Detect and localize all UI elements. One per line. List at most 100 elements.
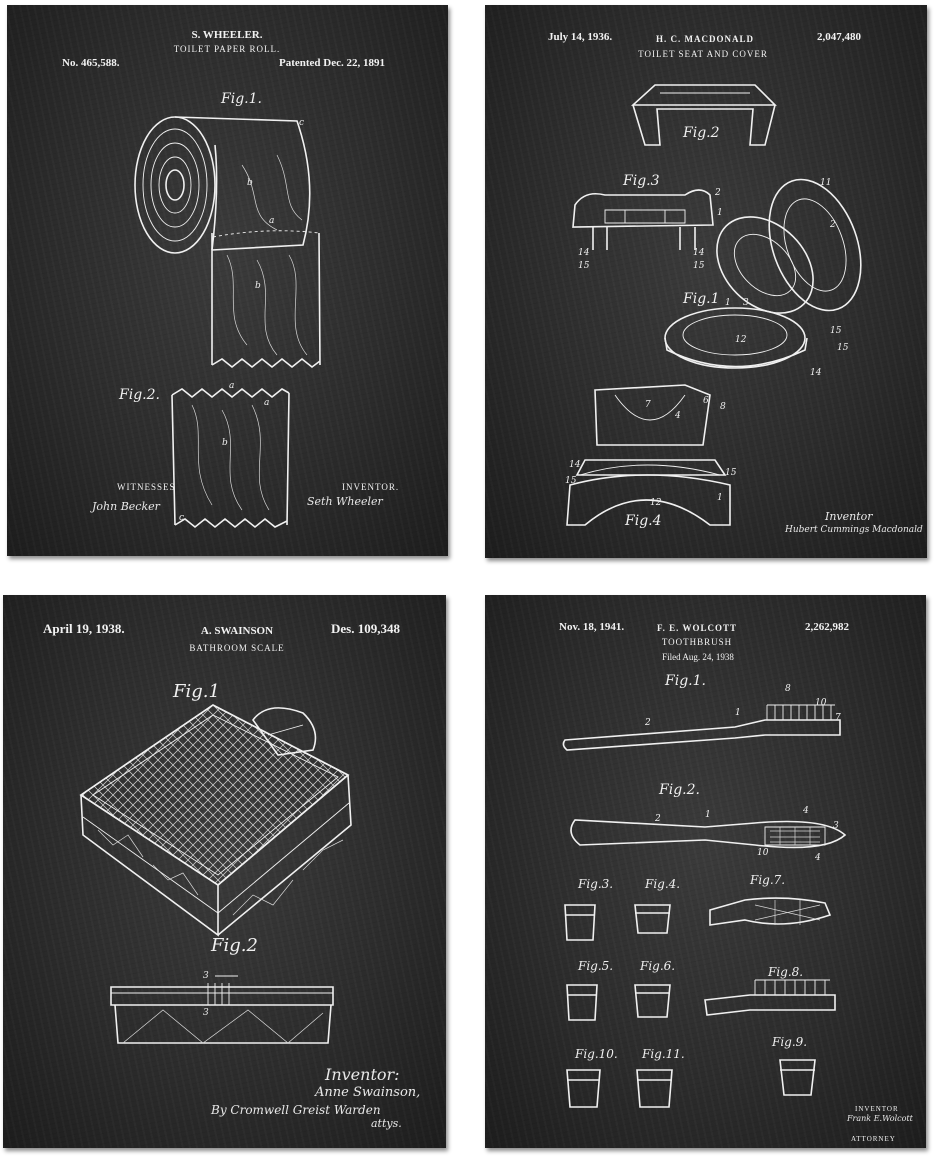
inventor-label: INVENTOR. bbox=[342, 482, 400, 492]
figure-label-1: Fig.1 bbox=[173, 681, 220, 702]
figure-label-3: Fig.3 bbox=[623, 173, 660, 189]
svg-text:10: 10 bbox=[757, 848, 769, 858]
witness-signature: John Becker bbox=[92, 500, 160, 513]
svg-text:4: 4 bbox=[802, 806, 809, 816]
svg-text:14: 14 bbox=[693, 248, 705, 258]
patent-title: TOOTHBRUSH bbox=[661, 637, 733, 647]
svg-text:2: 2 bbox=[829, 220, 836, 230]
svg-text:7: 7 bbox=[645, 400, 651, 410]
inventor-signature: Frank E.Wolcott bbox=[847, 1114, 913, 1123]
filed-date: Filed Aug. 24, 1938 bbox=[662, 652, 734, 662]
svg-text:2: 2 bbox=[714, 188, 721, 198]
inventor-label: Inventor bbox=[825, 510, 873, 523]
svg-text:a: a bbox=[264, 398, 269, 408]
figure-label-1: Fig.1 bbox=[683, 291, 720, 307]
poster-toothbrush: Nov. 18, 1941. F. E. WOLCOTT 2,262,982 T… bbox=[485, 595, 926, 1148]
figure-label-2: Fig.2 bbox=[683, 125, 720, 141]
svg-text:15: 15 bbox=[693, 261, 705, 271]
svg-text:15: 15 bbox=[565, 476, 577, 486]
inventor-signature: Anne Swainson, bbox=[315, 1085, 421, 1100]
figure-label-1: Fig.1. bbox=[665, 673, 706, 689]
toilet-seat-drawing: 14 15 14 15 2 1 12 11 15 15 14 2 1 3 7 4 6 8 14 15 15 12 1 bbox=[565, 84, 862, 526]
svg-text:3: 3 bbox=[203, 1008, 209, 1018]
figure-label-4: Fig.4. bbox=[645, 877, 681, 891]
attorney-label: attys. bbox=[371, 1117, 402, 1130]
toothbrush-drawing: 2 1 8 10 7 2 1 4 3 10 4 bbox=[562, 684, 847, 1108]
inventor-label: INVENTOR bbox=[855, 1105, 899, 1113]
figure-label-2: Fig.2 bbox=[211, 935, 258, 956]
patent-date: April 19, 1938. bbox=[43, 621, 125, 636]
patent-number: 2,262,982 bbox=[805, 621, 849, 633]
figure-label-6: Fig.6. bbox=[640, 959, 676, 973]
patent-title: TOILET PAPER ROLL. bbox=[173, 44, 281, 54]
inventor-label: Inventor: bbox=[325, 1065, 400, 1084]
patent-number: No. 465,588. bbox=[62, 57, 120, 69]
figure-label-2: Fig.2. bbox=[659, 782, 700, 798]
bathroom-scale-drawing: 33 bbox=[79, 704, 352, 1044]
svg-text:4: 4 bbox=[814, 853, 821, 863]
svg-text:1: 1 bbox=[735, 708, 741, 718]
inventor-signature: Seth Wheeler bbox=[307, 495, 383, 508]
svg-text:2: 2 bbox=[644, 718, 651, 728]
svg-text:a: a bbox=[269, 216, 274, 226]
svg-text:12: 12 bbox=[735, 335, 747, 345]
toilet-paper-roll-drawing: b a b c b a a c bbox=[134, 116, 321, 529]
figure-label-7: Fig.7. bbox=[750, 873, 786, 887]
figure-label-2: Fig.2. bbox=[119, 387, 160, 403]
inventor-signature: Hubert Cummings Macdonald bbox=[785, 525, 923, 535]
svg-text:7: 7 bbox=[835, 713, 841, 723]
patent-date: July 14, 1936. bbox=[548, 31, 613, 43]
svg-text:b: b bbox=[247, 178, 253, 188]
poster-toilet-seat: July 14, 1936. H. C. MACDONALD 2,047,480… bbox=[485, 5, 927, 558]
svg-text:6: 6 bbox=[703, 396, 709, 406]
svg-text:2: 2 bbox=[654, 814, 661, 824]
svg-text:15: 15 bbox=[830, 326, 842, 336]
figure-label-8: Fig.8. bbox=[768, 965, 804, 979]
patent-title: BATHROOM SCALE bbox=[189, 643, 285, 653]
inventor-name: A. SWAINSON bbox=[200, 625, 274, 637]
svg-text:14: 14 bbox=[810, 368, 822, 378]
figure-label-9: Fig.9. bbox=[772, 1035, 808, 1049]
inventor-name: F. E. WOLCOTT bbox=[656, 623, 738, 633]
svg-text:b: b bbox=[222, 438, 228, 448]
svg-text:14: 14 bbox=[578, 248, 590, 258]
svg-text:14: 14 bbox=[569, 460, 581, 470]
svg-text:1: 1 bbox=[717, 208, 723, 218]
patent-number: Des. 109,348 bbox=[331, 621, 400, 636]
svg-text:11: 11 bbox=[820, 178, 831, 188]
svg-text:10: 10 bbox=[815, 698, 827, 708]
svg-text:3: 3 bbox=[833, 821, 839, 831]
svg-text:8: 8 bbox=[720, 402, 726, 412]
svg-text:15: 15 bbox=[837, 343, 849, 353]
witnesses-label: WITNESSES bbox=[117, 482, 176, 492]
poster-bathroom-scale: April 19, 1938. A. SWAINSON Des. 109,348… bbox=[3, 595, 446, 1148]
svg-text:1: 1 bbox=[725, 298, 731, 308]
svg-text:c: c bbox=[179, 513, 184, 523]
patent-title: TOILET SEAT AND COVER bbox=[638, 49, 768, 59]
inventor-name: H. C. MACDONALD bbox=[656, 34, 754, 44]
svg-text:b: b bbox=[255, 281, 261, 291]
svg-text:1: 1 bbox=[717, 493, 723, 503]
poster-toilet-paper-roll: S. WHEELER. TOILET PAPER ROLL. No. 465,5… bbox=[7, 5, 448, 556]
patent-number: 2,047,480 bbox=[817, 31, 861, 43]
svg-text:a: a bbox=[229, 381, 234, 391]
inventor-name: S. WHEELER. bbox=[191, 29, 263, 41]
svg-text:8: 8 bbox=[785, 684, 791, 694]
patent-date: Patented Dec. 22, 1891 bbox=[279, 57, 386, 69]
svg-text:c: c bbox=[299, 118, 304, 128]
svg-text:3: 3 bbox=[203, 971, 209, 981]
attorney-label: ATTORNEY bbox=[851, 1135, 896, 1143]
svg-text:15: 15 bbox=[578, 261, 590, 271]
attorney-signature: By Cromwell Greist Warden bbox=[211, 1103, 381, 1117]
svg-text:3: 3 bbox=[743, 298, 749, 308]
patent-date: Nov. 18, 1941. bbox=[559, 621, 625, 633]
figure-label-3: Fig.3. bbox=[578, 877, 614, 891]
svg-text:12: 12 bbox=[650, 498, 662, 508]
figure-label-4: Fig.4 bbox=[625, 513, 662, 529]
figure-label-11: Fig.11. bbox=[642, 1047, 685, 1061]
svg-text:4: 4 bbox=[674, 411, 681, 421]
svg-text:15: 15 bbox=[725, 468, 737, 478]
svg-text:1: 1 bbox=[705, 810, 711, 820]
figure-label-5: Fig.5. bbox=[578, 959, 614, 973]
figure-label-10: Fig.10. bbox=[575, 1047, 618, 1061]
